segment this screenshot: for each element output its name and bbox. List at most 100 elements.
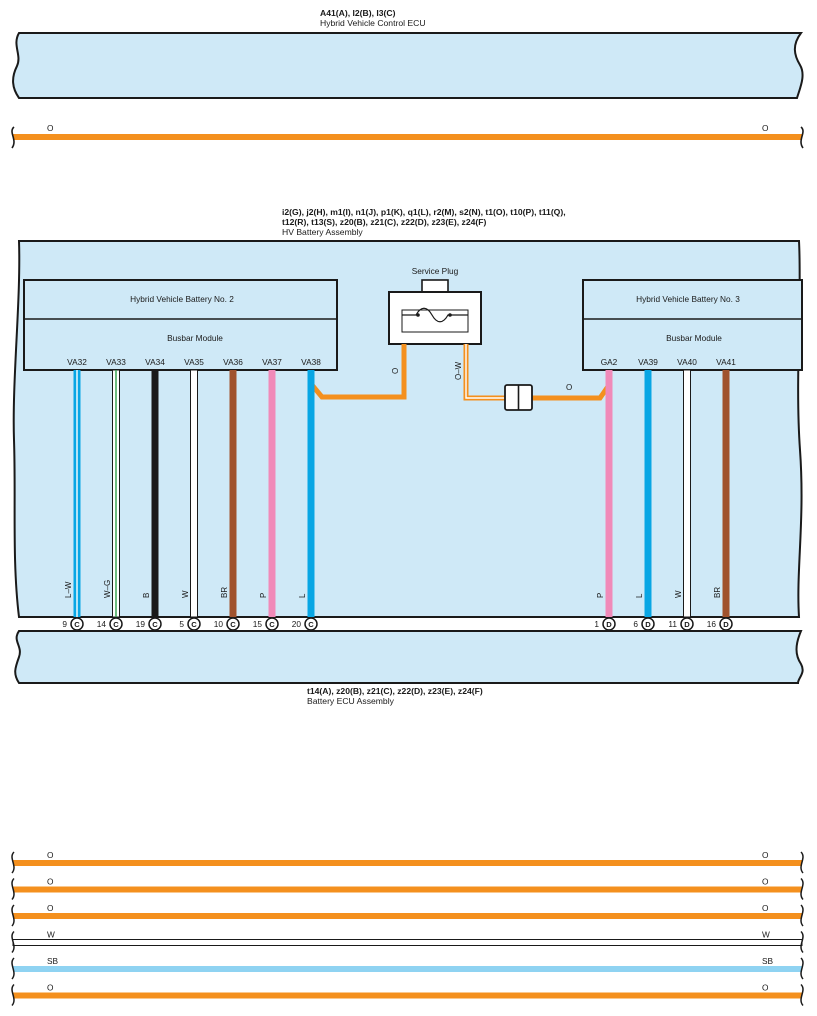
battery-no3-block: Hybrid Vehicle Battery No. 3 Busbar Modu… [582,279,803,371]
wire [268,370,276,617]
break-mark-left [11,957,15,980]
connector-icon [504,384,533,411]
pin-number: 16 [707,619,717,629]
wire-color-label: W [674,590,683,598]
terminal-label: VA33 [106,357,126,367]
battery-no2-module: Busbar Module [167,333,223,343]
break-mark-left [11,983,15,1006]
wire-color-label: L [298,593,307,598]
terminal-label: VA36 [223,357,243,367]
wire [307,370,315,617]
hv-battery-name: HV Battery Assembly [282,227,363,237]
terminal-label: VA40 [677,357,697,367]
pin-number: 10 [214,619,224,629]
wire-label-right: O [762,877,769,887]
hv-control-ecu-box [12,32,804,99]
harness-wire: SB SB [11,956,804,980]
battery-ecu-name: Battery ECU Assembly [307,696,395,706]
break-mark-right [800,851,804,874]
wire-label-left: SB [47,956,59,966]
terminal-label: VA38 [301,357,321,367]
break-mark-right [800,930,804,953]
plug-wire-link-label: O [566,383,572,392]
plug-wire-right-label: O–W [454,361,463,380]
terminal-va35: VA35W5CVA35 [179,357,204,645]
battery-no3-name: Hybrid Vehicle Battery No. 3 [636,294,740,304]
break-mark-left [11,930,15,953]
connector-letter: C [191,620,197,629]
service-plug-wiring: O O–W O [310,344,612,411]
wire-label-left: O [47,903,54,913]
terminal-label: VA41 [716,357,736,367]
pin-number: 19 [136,619,146,629]
terminal-label: VA37 [262,357,282,367]
connector-letter: C [269,620,275,629]
hv-control-ecu-name: Hybrid Vehicle Control ECU [320,18,426,28]
connector-letter: C [113,620,119,629]
wire-color-label: W–G [103,580,112,598]
wire-label-right: W [762,930,770,940]
pin-number: 9 [62,619,67,629]
wire-color-label: L–W [64,581,73,598]
left-terminals: VA32L–W9CVA32VA33W–G14CVA33VA34B19CVA34V… [62,357,321,645]
break-mark-left [11,851,15,874]
battery-no2-block: Hybrid Vehicle Battery No. 2 Busbar Modu… [23,279,338,371]
wire-color-label: P [259,593,268,598]
top-wire-label-left: O [47,123,54,133]
hv-battery-codes-line2: t12(R), t13(S), z20(B), z21(C), z22(D), … [282,217,487,227]
terminal-va36: VA36BR10CVA36 [214,357,243,645]
wire-color-label: BR [713,587,722,598]
connector-letter: C [230,620,236,629]
wire-label-right: O [762,983,769,993]
battery-ecu-box [14,630,804,684]
connector-letter: C [152,620,158,629]
break-mark-right [800,877,804,900]
wire-color-label: B [142,593,151,598]
service-plug-label: Service Plug [412,266,459,276]
break-mark-right [800,983,804,1006]
terminal-label: GA2 [601,357,618,367]
break-mark-right [800,957,804,980]
wire [722,370,730,617]
wire-label-left: O [47,983,54,993]
hv-control-ecu-codes: A41(A), I2(B), I3(C) [320,8,396,18]
wire-label-right: O [762,850,769,860]
terminal-label: VA39 [638,357,658,367]
terminal-label: VA34 [145,357,165,367]
pin-number: 15 [253,619,263,629]
break-mark-right [800,904,804,927]
wire-color-label: W [181,590,190,598]
pin-number: 14 [97,619,107,629]
wire [151,370,159,617]
pin-number: 1 [594,619,599,629]
wire-label-right: O [762,903,769,913]
battery-no3-module: Busbar Module [666,333,722,343]
connector-letter: D [645,620,651,629]
terminal-label: VA35 [184,357,204,367]
battery-no2-name: Hybrid Vehicle Battery No. 2 [130,294,234,304]
pin-number: 11 [668,619,677,629]
hv-battery-codes-line1: i2(G), j2(H), m1(I), n1(J), p1(K), q1(L)… [282,207,566,217]
wire-color-label: L [635,593,644,598]
plug-wire-left-label: O [391,368,400,374]
pin-number: 5 [179,619,184,629]
fuse-icon [402,307,468,323]
top-wire-label-right: O [762,123,769,133]
wire-color-label: BR [220,587,229,598]
terminal-label: VA32 [67,357,87,367]
connector-letter: D [684,620,690,629]
pin-number: 6 [633,619,638,629]
wire [683,369,691,618]
break-mark-left [11,877,15,900]
wire [605,370,613,617]
wire-label-left: W [47,930,55,940]
wire-label-right: SB [762,956,774,966]
battery-ecu-codes: t14(A), z20(B), z21(C), z22(D), z23(E), … [307,686,483,696]
service-plug: Service Plug [388,266,482,345]
